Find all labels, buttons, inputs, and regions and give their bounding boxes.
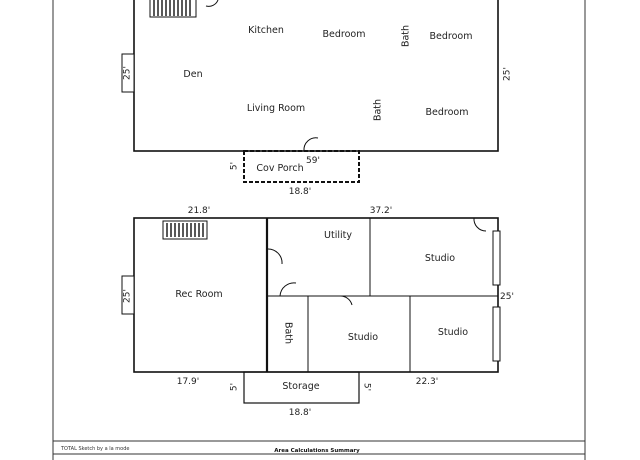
porch-depth-dimension: 5' xyxy=(230,162,240,170)
room-label-bath: Bath xyxy=(283,322,294,344)
upper-right-dimension: 25' xyxy=(503,67,513,81)
room-label-bath: Bath xyxy=(401,25,412,47)
room-label-living-room: Living Room xyxy=(247,103,305,114)
room-label-studio: Studio xyxy=(348,332,378,343)
stairs-icon xyxy=(162,220,208,240)
covered-porch-outline xyxy=(243,150,360,183)
storage-outline xyxy=(243,371,360,404)
room-label-bedroom: Bedroom xyxy=(430,31,473,42)
room-label-bedroom: Bedroom xyxy=(426,107,469,118)
stairs-icon xyxy=(149,0,197,18)
storage-width-dimension: 18.8' xyxy=(289,408,312,418)
room-label-bedroom: Bedroom xyxy=(323,29,366,40)
page-frame xyxy=(52,0,586,460)
storage-depth-left-dimension: 5' xyxy=(230,383,240,391)
upper-bottom-dimension: 59' xyxy=(306,156,320,166)
window-icon xyxy=(492,230,501,286)
upper-left-dimension: 25' xyxy=(123,66,133,80)
door-swing-icon xyxy=(205,0,219,7)
window-icon xyxy=(121,275,135,315)
sketch-credit: TOTAL Sketch by a la mode xyxy=(60,446,129,452)
area-calculations-summary-title: Area Calculations Summary xyxy=(274,448,360,454)
lower-bottom-right-dimension: 22.3' xyxy=(416,377,439,387)
lower-right-dimension: 25' xyxy=(500,292,514,302)
lower-bottom-left-dimension: 17.9' xyxy=(177,377,200,387)
window-icon xyxy=(492,306,501,362)
lower-floor: 21.8' 37.2' 25' 25' Rec Room Utility Stu… xyxy=(121,206,514,418)
interior-walls xyxy=(265,218,498,372)
room-label-kitchen: Kitchen xyxy=(248,25,284,36)
room-label-storage: Storage xyxy=(282,381,319,392)
room-label-studio: Studio xyxy=(425,253,455,264)
storage-depth-right-dimension: 5' xyxy=(362,383,372,391)
door-swing-icon xyxy=(303,137,319,152)
porch-width-dimension: 18.8' xyxy=(289,187,312,197)
room-label-studio: Studio xyxy=(438,327,468,338)
lower-top-right-dimension: 37.2' xyxy=(370,206,393,216)
room-label-bath: Bath xyxy=(373,99,384,121)
door-swing-icon xyxy=(266,217,487,306)
window-icon xyxy=(121,53,135,93)
upper-floor: 25' 25' Kitchen Bedroom Bath Bedroom Den… xyxy=(121,0,513,197)
lower-left-dimension: 25' xyxy=(123,289,133,303)
room-label-cov-porch: Cov Porch xyxy=(256,163,303,174)
room-label-rec-room: Rec Room xyxy=(175,289,222,300)
room-label-utility: Utility xyxy=(324,230,352,241)
lower-top-left-dimension: 21.8' xyxy=(188,206,211,216)
room-label-den: Den xyxy=(183,69,202,80)
